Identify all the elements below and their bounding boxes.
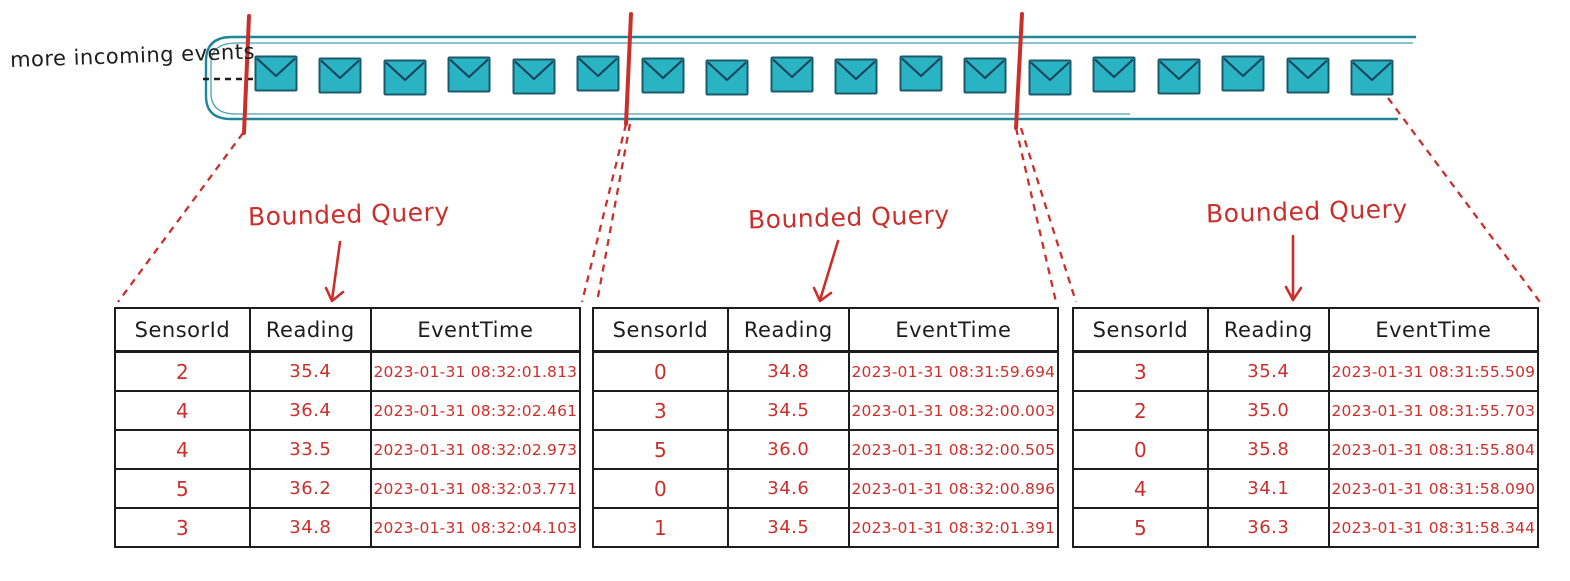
table-cell: 2023-01-31 08:31:55.703 [1327,390,1540,431]
envelope-icon [963,57,1007,94]
table-cell: 2023-01-31 08:32:04.103 [369,507,582,548]
column-header: SensorId [592,307,729,353]
table-cell: 2023-01-31 08:32:02.461 [369,390,582,431]
envelope-icon [705,59,749,96]
table-cell: 34.1 [1206,468,1330,509]
envelope-icon [254,55,298,92]
query-arrows [324,234,1303,303]
table-cell: 5 [1072,507,1209,548]
table-cell: 2 [1072,390,1209,431]
table-cell: 2023-01-31 08:32:01.391 [847,507,1060,548]
envelope-icon [834,58,878,95]
table-cell: 34.8 [726,350,850,392]
table-cell: 4 [1072,468,1209,509]
table-cell: 4 [114,429,251,470]
column-header: Reading [248,307,372,353]
envelope-icon [1221,55,1265,92]
table-cell: 35.0 [1206,390,1330,431]
table-cell: 2023-01-31 08:31:55.509 [1327,350,1540,392]
envelope-icon [1286,57,1329,94]
table-cell: 2023-01-31 08:32:00.896 [847,468,1060,509]
table-cell: 36.0 [726,429,850,470]
table-cell: 36.4 [248,390,372,431]
envelope-icon [1157,58,1201,95]
bounded-query-label-3: Bounded Query [1205,194,1409,229]
envelope-icon [641,57,685,94]
table-cell: 33.5 [248,429,372,470]
table-cell: 2 [114,350,251,392]
envelope-row [254,55,1394,97]
column-header: Reading [726,307,850,353]
table-cell: 35.8 [1206,429,1330,470]
table-cell: 3 [1072,350,1209,392]
column-header: SensorId [114,307,251,353]
envelope-icon [1028,59,1072,96]
table-cell: 2023-01-31 08:32:03.771 [369,468,582,509]
table-cell: 2023-01-31 08:32:00.003 [847,390,1060,431]
bounded-query-label-2: Bounded Query [747,200,951,235]
table-cell: 5 [592,429,729,470]
envelope-icon [576,55,620,92]
table-cell: 2023-01-31 08:32:02.973 [369,429,582,470]
bounded-query-label-1: Bounded Query [247,197,451,232]
table-cell: 0 [592,350,729,392]
table-cell: 34.5 [726,507,850,548]
table-cell: 2023-01-31 08:32:01.813 [369,350,582,392]
envelope-icon [899,55,943,92]
envelope-icon [318,57,362,94]
table-cell: 34.8 [248,507,372,548]
column-header: EventTime [1327,307,1540,353]
table-cell: 5 [114,468,251,509]
table-cell: 0 [1072,429,1209,470]
table-cell: 2023-01-31 08:31:58.090 [1327,468,1540,509]
table-cell: 36.2 [248,468,372,509]
table-cell: 0 [592,468,729,509]
table-cell: 35.4 [1206,350,1330,392]
envelope-icon [770,56,814,93]
table-cell: 35.4 [248,350,372,392]
envelope-icon [1350,59,1394,96]
table-cell: 34.5 [726,390,850,431]
column-header: Reading [1206,307,1330,353]
incoming-events-label: more incoming events [9,39,256,73]
table-cell: 3 [114,507,251,548]
table-cell: 2023-01-31 08:31:59.694 [847,350,1060,392]
envelope-icon [1092,56,1136,93]
table-cell: 2023-01-31 08:32:00.505 [847,429,1060,470]
table-cell: 36.3 [1206,507,1330,548]
envelope-icon [512,58,556,95]
table-cell: 2023-01-31 08:31:55.804 [1327,429,1540,470]
table-cell: 3 [592,390,729,431]
column-header: SensorId [1072,307,1209,353]
column-header: EventTime [369,307,582,353]
column-header: EventTime [847,307,1060,353]
envelope-icon [447,56,491,93]
envelope-icon [383,59,427,96]
table-cell: 1 [592,507,729,548]
table-cell: 34.6 [726,468,850,509]
table-cell: 2023-01-31 08:31:58.344 [1327,507,1540,548]
table-cell: 4 [114,390,251,431]
